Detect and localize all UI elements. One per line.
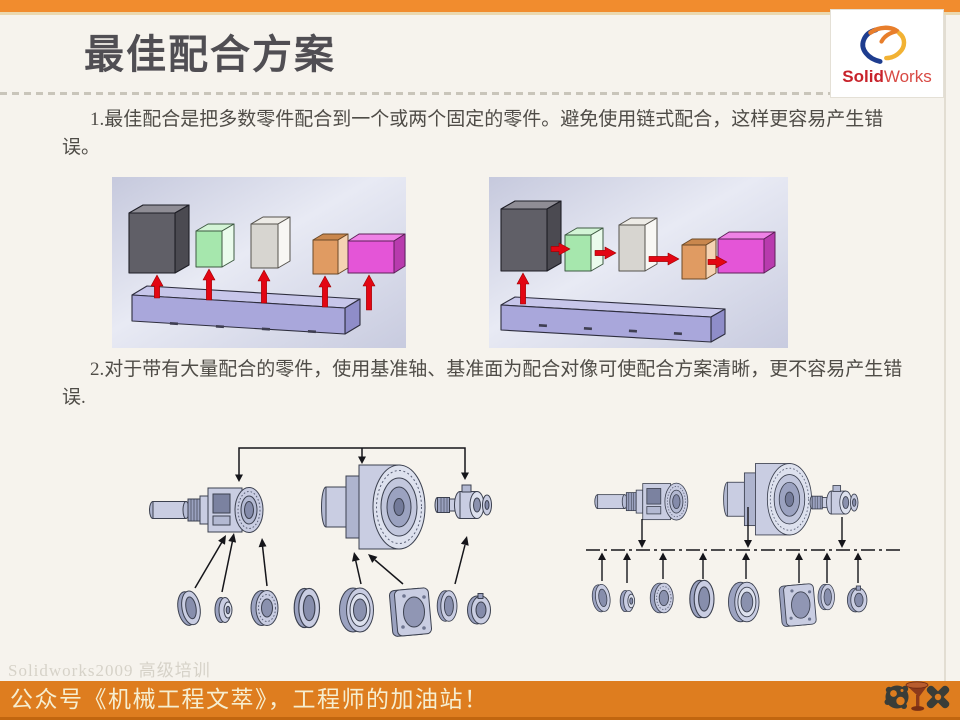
exploded-assembly-datum-diagram	[586, 463, 904, 628]
footer-bar: 公众号《机械工程文萃》，工程师的加油站！	[0, 681, 960, 720]
brand-solid: Solid	[842, 66, 884, 86]
datum-arrow-lines	[601, 507, 859, 583]
top-accent-bar	[0, 0, 960, 12]
funnel-icon	[905, 681, 929, 711]
brand-works: Works	[883, 66, 932, 86]
chain-mating-diagram	[489, 177, 788, 348]
page-title: 最佳配合方案	[84, 32, 336, 77]
solidworks-logo-text: SolidWorks	[842, 68, 931, 85]
datum-arrowheads	[598, 540, 862, 560]
bracket-arrowheads	[218, 456, 469, 563]
gear-funnel-logo	[884, 681, 950, 711]
left-gear-icon	[884, 685, 909, 709]
mate-arrows-up	[150, 268, 376, 311]
watermark-text: Solidworks2009 高级培训	[8, 661, 211, 680]
solidworks-logo-mark	[860, 25, 907, 64]
bullet-point-1: 1.最佳配合是把多数零件配合到一个或两个固定的零件。避免使用链式配合，这样更容易…	[62, 109, 884, 158]
bracket-lines	[194, 447, 466, 593]
top-accent-bar-shadow	[0, 12, 960, 15]
bullet-point-2: 2.对于带有大量配合的零件，使用基准轴、基准面为配合对像可使配合方案清晰，更不容…	[62, 359, 903, 408]
direct-mating-diagram	[112, 177, 406, 348]
chain-mate-arrows	[516, 242, 728, 305]
slide-right-edge	[944, 15, 946, 681]
exploded-assembly-bracket-diagram	[149, 447, 492, 638]
solidworks-logo: SolidWorks	[830, 9, 944, 98]
footer-text: 公众号《机械工程文萃》，工程师的加油站！	[10, 687, 489, 712]
title-divider-dashed	[0, 92, 830, 95]
